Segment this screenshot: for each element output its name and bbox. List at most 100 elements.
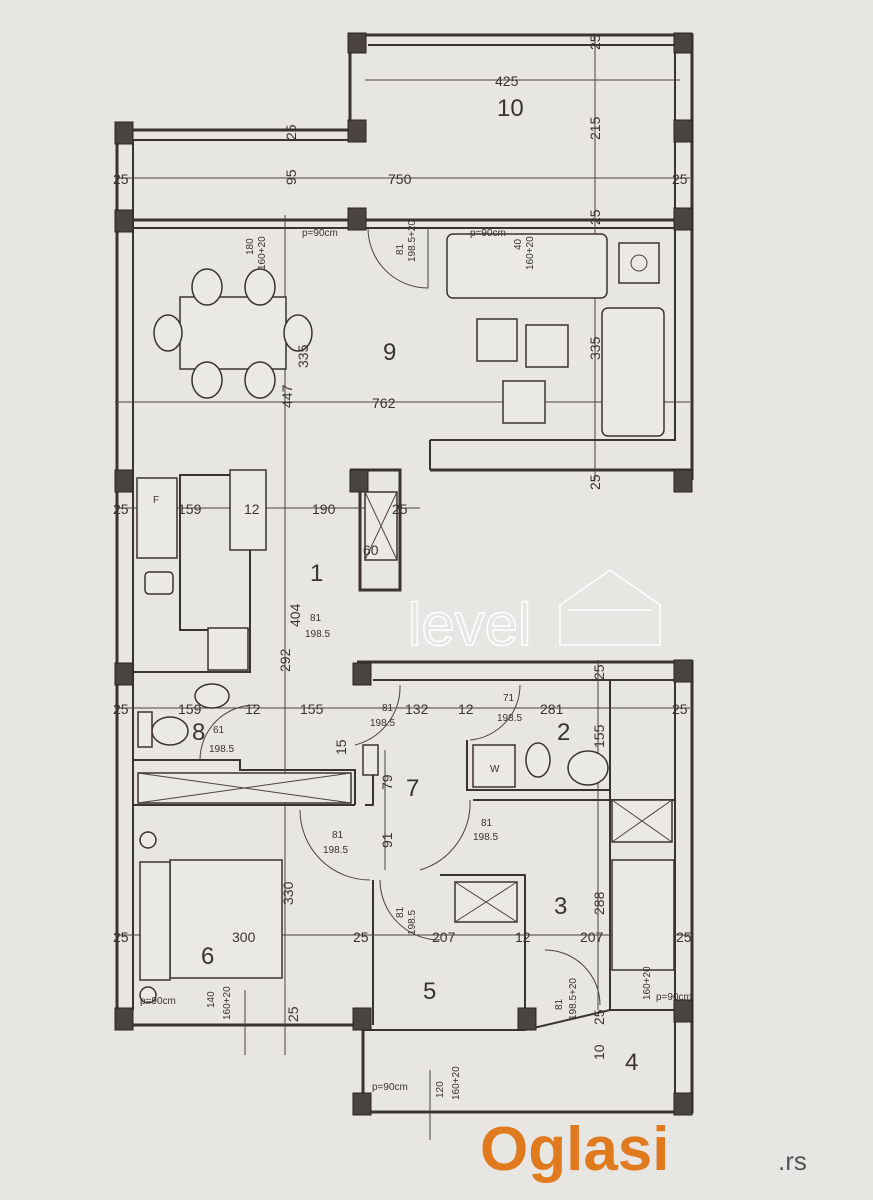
dim-label: 25: [591, 664, 607, 680]
dim-label: 25: [353, 929, 369, 945]
door-label: 61: [213, 725, 225, 736]
room-labels: 10 9 1 8 2 7 3 6 5 4: [192, 95, 638, 1076]
dim-label: 25: [113, 171, 129, 187]
bed: [169, 859, 283, 979]
dim-label: 25: [113, 501, 129, 517]
door-label: 198.5: [497, 713, 522, 724]
window-label: 120: [435, 1081, 446, 1098]
dim-label: 25: [113, 929, 129, 945]
dim-label: 215: [587, 116, 603, 140]
dim-label: 207: [432, 929, 456, 945]
dim-label: 25: [587, 34, 603, 50]
door-label: 71: [503, 693, 515, 704]
sofa: [446, 233, 608, 299]
window-label: 160+20: [525, 236, 536, 270]
window-label: p=90cm: [302, 228, 338, 239]
door-label: 81: [310, 613, 322, 624]
window-label: 160+20: [257, 236, 268, 270]
door-label: 81: [395, 243, 406, 255]
washer-label: W: [490, 764, 500, 775]
house-logo-icon: [559, 569, 661, 646]
dim-label: 300: [232, 929, 256, 945]
sofa-side: [601, 307, 665, 437]
dim-label: 335: [587, 336, 603, 360]
dim-label: 292: [277, 648, 293, 672]
window-label: p=90cm: [470, 228, 506, 239]
dim-label: 25: [587, 209, 603, 225]
dim-label: 25: [587, 474, 603, 490]
door-label: 198.5: [323, 845, 348, 856]
dim-label: 25: [283, 124, 299, 140]
dim-label: 12: [515, 929, 531, 945]
room-5-label: 5: [423, 978, 436, 1005]
window-label: p=90cm: [656, 992, 692, 1003]
window-label: 160+20: [642, 966, 653, 1000]
room-6-label: 6: [201, 943, 214, 970]
dim-label: 335: [295, 344, 311, 368]
door-label: 81: [332, 830, 344, 841]
toilet: [151, 716, 189, 746]
furniture: [136, 233, 675, 1004]
boiler: [618, 242, 660, 284]
room-4-label: 4: [625, 1049, 638, 1076]
dim-label: 25: [392, 501, 408, 517]
dim-label: 207: [580, 929, 604, 945]
room-9-label: 9: [383, 339, 396, 366]
door-label: 198.5: [209, 744, 234, 755]
dim-label: 25: [676, 929, 692, 945]
window-label: 160+20: [451, 1066, 462, 1100]
window-label: 180: [245, 238, 256, 255]
dim-label: 404: [287, 603, 303, 627]
room-10-label: 10: [497, 95, 524, 122]
room-7-label: 7: [406, 775, 419, 802]
cooktop: [207, 627, 249, 671]
agency-watermark-text: level: [408, 591, 531, 658]
dim-label: 91: [379, 832, 395, 848]
dim-label: 190: [312, 501, 336, 517]
dim-label: 10: [591, 1044, 607, 1060]
room-3-label: 3: [554, 893, 567, 920]
dim-label: 447: [279, 384, 295, 408]
door-label: 198.5: [305, 629, 330, 640]
dim-label: 762: [372, 395, 396, 411]
dim-label: 25: [591, 1009, 607, 1025]
dim-label: 95: [283, 169, 299, 185]
dim-label: 750: [388, 171, 412, 187]
window-label: p=90cm: [140, 996, 176, 1007]
washing-machine: [472, 744, 516, 788]
dim-label: 12: [244, 501, 260, 517]
dim-label: 330: [280, 881, 296, 905]
dim-label: 60: [363, 542, 379, 558]
window-label: p=90cm: [372, 1082, 408, 1093]
room-8-label: 8: [192, 719, 205, 746]
sink: [144, 571, 174, 595]
door-label: 198.5: [370, 718, 395, 729]
dim-label: 155: [591, 724, 607, 748]
door-label: 198.5: [473, 832, 498, 843]
washbasin: [194, 683, 230, 709]
dim-label: 25: [672, 171, 688, 187]
dim-label: 12: [458, 701, 474, 717]
dim-label: 159: [178, 701, 202, 717]
dining-table: [179, 296, 287, 370]
site-watermark-text: Oglasi: [480, 1115, 670, 1184]
dim-label: 288: [591, 891, 607, 915]
agency-watermark: level: [407, 569, 661, 659]
door-label: 81: [481, 818, 493, 829]
dim-label: 281: [540, 701, 564, 717]
dim-label: 155: [300, 701, 324, 717]
dim-label: 25: [672, 701, 688, 717]
dim-label: 132: [405, 701, 429, 717]
dim-label: 425: [495, 73, 519, 89]
door-label: 198.5: [407, 910, 418, 935]
door-label: 198.5+20: [568, 978, 579, 1020]
dim-label: 79: [379, 774, 395, 790]
window-label: 40: [513, 238, 524, 250]
room-2-label: 2: [557, 719, 570, 746]
door-label: 198.5+20: [407, 220, 418, 262]
site-watermark: Oglasi .rs: [480, 1115, 807, 1184]
site-watermark-tld: .rs: [778, 1146, 807, 1176]
dim-label: 25: [285, 1006, 301, 1022]
